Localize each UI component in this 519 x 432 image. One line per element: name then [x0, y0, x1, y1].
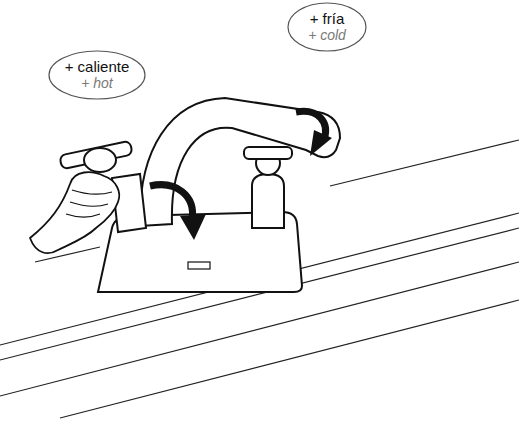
callout-translation: + cold [308, 28, 346, 43]
callout-ellipse: + fría+ cold [287, 2, 367, 52]
hot-knob [84, 148, 116, 172]
arrow-head [180, 214, 206, 240]
cold-lever [244, 147, 292, 159]
faucet-spout [140, 98, 340, 226]
brand-plate [188, 262, 210, 269]
callout-text: + fría [310, 11, 345, 28]
callout-translation: + hot [81, 76, 113, 91]
rotation-arrow [150, 185, 193, 220]
hand [30, 172, 119, 253]
counter-front [60, 300, 519, 418]
arrow-head [310, 130, 332, 156]
wall-line [330, 140, 519, 186]
callout-ellipse: + caliente+ hot [48, 50, 146, 100]
hand-fingers [66, 190, 112, 217]
callout-text: + caliente [65, 59, 130, 76]
cold-handle [252, 174, 284, 228]
